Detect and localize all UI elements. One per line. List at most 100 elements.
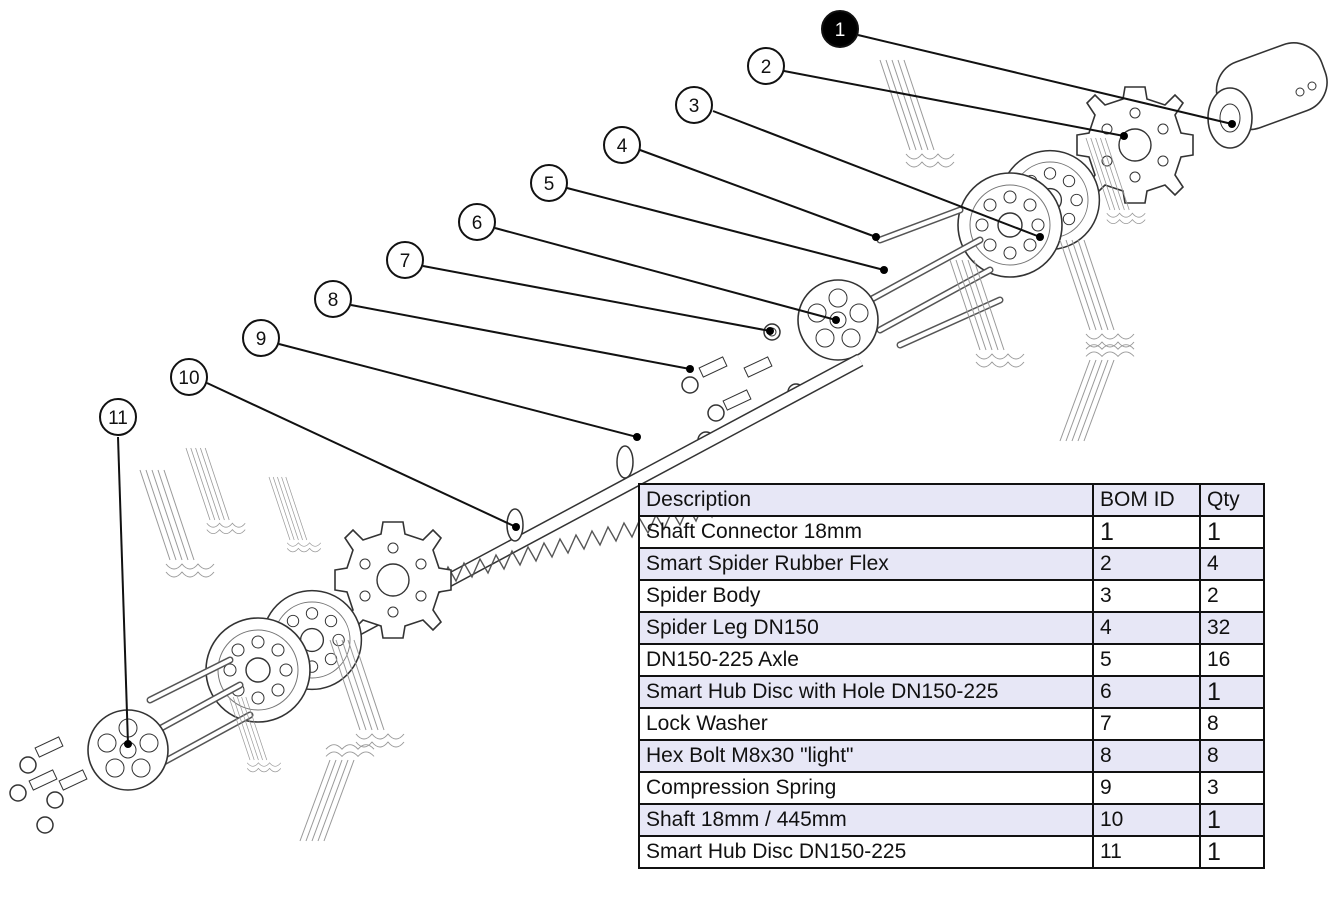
callout-circle	[675, 86, 713, 124]
bom-cell-qty: 4	[1199, 547, 1265, 581]
bom-row: Spider Body 3 2	[638, 579, 1265, 613]
callout-circle	[170, 358, 208, 396]
bom-cell-qty: 32	[1199, 611, 1265, 645]
bom-row: Smart Hub Disc with Hole DN150-225 6 1	[638, 675, 1265, 709]
bom-cell-description: Shaft 18mm / 445mm	[638, 803, 1094, 837]
leader-lines	[117, 34, 1233, 745]
callout-circle	[747, 47, 785, 85]
callout-number: 1	[835, 20, 846, 41]
callout-number: 11	[108, 408, 128, 429]
bom-cell-bom-id: 11	[1092, 835, 1201, 869]
callout-1: 1	[821, 10, 859, 48]
callout-3: 3	[675, 86, 713, 124]
bom-row: Shaft Connector 18mm 1 1	[638, 515, 1265, 549]
callout-circle	[530, 164, 568, 202]
bom-cell-bom-id: 3	[1092, 579, 1201, 613]
bom-cell-description: DN150-225 Axle	[638, 643, 1094, 677]
bom-cell-description: Shaft Connector 18mm	[638, 515, 1094, 549]
callout-circle	[821, 10, 859, 48]
bom-cell-qty: 8	[1199, 707, 1265, 741]
leader-line-2	[783, 70, 1125, 137]
leader-line-8	[350, 304, 691, 370]
callout-number: 3	[689, 96, 700, 117]
bom-cell-bom-id: 10	[1092, 803, 1201, 837]
bom-cell-bom-id: 6	[1092, 675, 1201, 709]
leader-line-11	[117, 436, 129, 745]
bom-cell-qty: 1	[1199, 835, 1265, 869]
callout-8: 8	[314, 280, 352, 318]
leader-line-6	[494, 227, 837, 321]
callout-number: 5	[544, 174, 555, 195]
bom-cell-bom-id: 4	[1092, 611, 1201, 645]
callout-circle	[603, 126, 641, 164]
callout-number: 10	[178, 368, 199, 389]
callout-2: 2	[747, 47, 785, 85]
bom-cell-qty: 1	[1199, 803, 1265, 837]
bom-cell-description: Hex Bolt M8x30 "light"	[638, 739, 1094, 773]
callout-circle	[99, 398, 137, 436]
bom-header-row: Description BOM ID Qty	[638, 483, 1265, 517]
bom-header-description: Description	[638, 483, 1094, 517]
bom-cell-description: Spider Body	[638, 579, 1094, 613]
bom-cell-qty: 3	[1199, 771, 1265, 805]
bom-cell-bom-id: 5	[1092, 643, 1201, 677]
bom-cell-description: Spider Leg DN150	[638, 611, 1094, 645]
bom-cell-qty: 8	[1199, 739, 1265, 773]
callout-10: 10	[170, 358, 208, 396]
bom-table: Description BOM ID Qty Shaft Connector 1…	[638, 483, 1265, 869]
bom-row: Spider Leg DN150 4 32	[638, 611, 1265, 645]
bom-header-qty: Qty	[1199, 483, 1265, 517]
bom-header-bom-id: BOM ID	[1092, 483, 1201, 517]
leader-line-7	[422, 265, 771, 332]
bom-row: Compression Spring 9 3	[638, 771, 1265, 805]
callout-balloons: 1 2 3 4 5 6 7 8 9 10 11	[99, 10, 859, 436]
callout-circle	[314, 280, 352, 318]
callout-number: 6	[472, 213, 483, 234]
bom-cell-bom-id: 9	[1092, 771, 1201, 805]
leader-line-4	[639, 149, 877, 238]
bom-cell-qty: 2	[1199, 579, 1265, 613]
callout-circle	[242, 319, 280, 357]
bom-row: Shaft 18mm / 445mm 10 1	[638, 803, 1265, 837]
bom-cell-bom-id: 2	[1092, 547, 1201, 581]
callout-number: 7	[400, 251, 411, 272]
shaft-connector	[1207, 42, 1328, 149]
callout-number: 9	[256, 329, 267, 350]
callout-number: 4	[617, 136, 628, 157]
bom-cell-qty: 1	[1199, 515, 1265, 549]
callout-9: 9	[242, 319, 280, 357]
bom-cell-description: Smart Hub Disc with Hole DN150-225	[638, 675, 1094, 709]
bom-cell-qty: 16	[1199, 643, 1265, 677]
bom-cell-qty: 1	[1199, 675, 1265, 709]
leader-line-9	[278, 343, 638, 438]
bom-cell-bom-id: 8	[1092, 739, 1201, 773]
bom-row: DN150-225 Axle 5 16	[638, 643, 1265, 677]
bom-cell-description: Compression Spring	[638, 771, 1094, 805]
leader-line-10	[206, 382, 517, 528]
callout-7: 7	[386, 241, 424, 279]
bom-cell-bom-id: 7	[1092, 707, 1201, 741]
callout-number: 8	[328, 290, 339, 311]
callout-5: 5	[530, 164, 568, 202]
callout-circle	[386, 241, 424, 279]
bom-row: Lock Washer 7 8	[638, 707, 1265, 741]
callout-circle	[458, 203, 496, 241]
callout-6: 6	[458, 203, 496, 241]
bom-row: Hex Bolt M8x30 "light" 8 8	[638, 739, 1265, 773]
bom-cell-description: Smart Hub Disc DN150-225	[638, 835, 1094, 869]
callout-11: 11	[99, 398, 137, 436]
lower-spider-bodies	[205, 589, 363, 723]
bom-cell-bom-id: 1	[1092, 515, 1201, 549]
lower-bolts	[9, 736, 88, 834]
leader-line-5	[566, 187, 885, 271]
bom-cell-description: Lock Washer	[638, 707, 1094, 741]
callout-number: 2	[761, 57, 772, 78]
callout-4: 4	[603, 126, 641, 164]
leader-line-1	[857, 34, 1233, 125]
bom-row: Smart Hub Disc DN150-225 11 1	[638, 835, 1265, 869]
leader-line-3	[712, 110, 1041, 238]
leader-dots	[124, 120, 1236, 748]
bom-row: Smart Spider Rubber Flex 2 4	[638, 547, 1265, 581]
bom-cell-description: Smart Spider Rubber Flex	[638, 547, 1094, 581]
